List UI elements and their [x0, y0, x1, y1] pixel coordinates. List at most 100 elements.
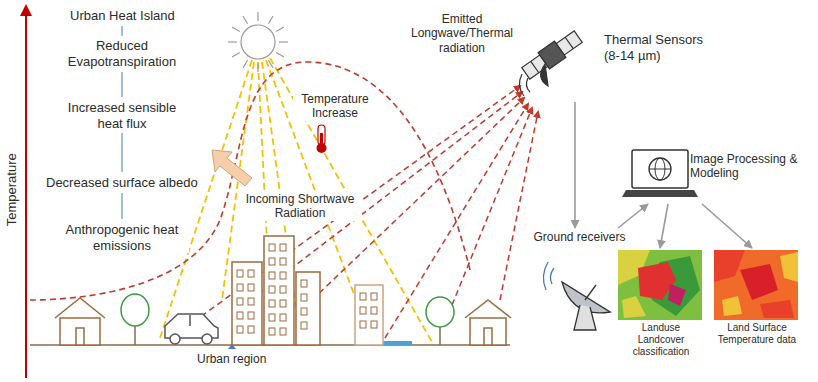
receiver-node: Ground receivers: [528, 228, 631, 332]
laptop-part: [649, 158, 671, 180]
satellite-part: [519, 74, 530, 96]
node-text: Land Surface Temperature data: [714, 322, 800, 346]
houses-part: [470, 318, 506, 345]
buildings-part: [371, 307, 377, 314]
feedback-arrow: [212, 150, 252, 186]
houses-part: [465, 300, 511, 318]
laptop-part: [649, 169, 671, 170]
temperature-axis-part: [25, 12, 27, 378]
stack-connector-part: [122, 72, 123, 97]
houses-part: [484, 328, 492, 345]
trees-part: [121, 294, 149, 326]
flow-arrow: [660, 204, 668, 248]
buildings-part: [269, 300, 275, 307]
sun-part-part: [228, 41, 237, 42]
lst-map-part: [714, 250, 745, 282]
emitted-radiation-part: [452, 108, 532, 305]
stack-connector-part: [122, 26, 123, 36]
lulc-map-part: [622, 296, 646, 318]
sun: [228, 12, 288, 72]
buildings-part: [371, 293, 377, 300]
car-part: [189, 315, 191, 326]
sun-part: [228, 12, 288, 72]
temperature-axis: [20, 4, 32, 378]
car: [165, 314, 218, 344]
buildings-part: [264, 236, 294, 345]
buildings-part: [280, 286, 286, 293]
sun-part-part: [269, 16, 274, 24]
buildings-part: [269, 328, 275, 335]
sun-part-part: [232, 53, 240, 58]
buildings-part: [269, 314, 275, 321]
buildings-part: [280, 244, 286, 251]
buildings-part: [301, 322, 307, 329]
sun-part-part: [257, 12, 258, 21]
trees-part: [426, 297, 454, 327]
buildings-part: [280, 314, 286, 321]
buildings-part: [232, 262, 262, 345]
process-label: Reduced Evapotranspiration: [55, 38, 189, 69]
buildings-part: [237, 284, 243, 291]
sun-part-part: [276, 27, 284, 32]
node-text: Landuse Landcover classification: [618, 322, 704, 358]
lst-map: [714, 250, 798, 320]
process-label: Decreased surface albedo: [44, 175, 200, 191]
processing-node: Image Processing & Modeling: [608, 142, 814, 204]
receiver-dish-part: [574, 305, 596, 330]
feedback-arrow-part: [212, 150, 252, 186]
buildings-part: [360, 321, 366, 328]
thermometer: [317, 125, 327, 153]
buildings-part: [248, 326, 254, 333]
lulc-map-part: [618, 250, 702, 320]
thermometer-part: [317, 143, 327, 153]
houses-part: [76, 328, 84, 345]
buildings-part: [248, 284, 254, 291]
sun-part-part: [276, 53, 284, 58]
buildings-part: [248, 312, 254, 319]
laptop: [622, 150, 698, 197]
lst-map-part: [780, 252, 798, 282]
buildings-part: [301, 280, 307, 287]
emitted-radiation-part: [500, 112, 538, 300]
receiver-dish: [543, 262, 610, 330]
laptop-part: [622, 190, 698, 197]
sun-part-part: [279, 41, 288, 42]
satellite-part-part: [538, 41, 566, 69]
houses-part: [60, 318, 100, 345]
temperature-axis-part: [20, 4, 32, 16]
receiver-dish-part: [585, 285, 596, 300]
buildings-part: [280, 272, 286, 279]
buildings-part: [360, 293, 366, 300]
lst-map-part: [722, 296, 742, 316]
buildings-part: [280, 328, 286, 335]
satellite-part: [520, 28, 584, 81]
process-label: Anthropogenic heat emissions: [55, 222, 189, 253]
emitted-radiation-part: [385, 104, 528, 338]
flow-arrow: [702, 204, 752, 248]
sun-part-part: [243, 16, 248, 24]
receiver-dish-part: [543, 262, 554, 290]
map-node: Landuse Landcover classification: [614, 248, 708, 361]
sun-part-part: [269, 60, 274, 68]
buildings-part: [301, 294, 307, 301]
sun-part-part: [232, 27, 240, 32]
lulc-map-part: [668, 284, 686, 306]
buildings: [232, 236, 383, 345]
buildings-part: [269, 286, 275, 293]
buildings-part: [237, 298, 243, 305]
annotation: Emitted Longwave/Thermal radiation: [404, 12, 520, 55]
flow-arrow: [618, 204, 648, 228]
flow-arrow: [574, 102, 576, 228]
thermometer-part: [318, 125, 325, 145]
laptop-part: [632, 150, 688, 188]
sun-part-part: [243, 60, 248, 68]
satellite-part-part: [531, 61, 539, 72]
lst-map-part: [714, 250, 798, 320]
buildings-part: [269, 244, 275, 251]
stack-connector-part: [122, 133, 123, 172]
satellite: [519, 28, 584, 96]
stack-connector-part: [122, 193, 123, 219]
lst-map-part: [760, 300, 794, 318]
buildings-part: [237, 270, 243, 277]
